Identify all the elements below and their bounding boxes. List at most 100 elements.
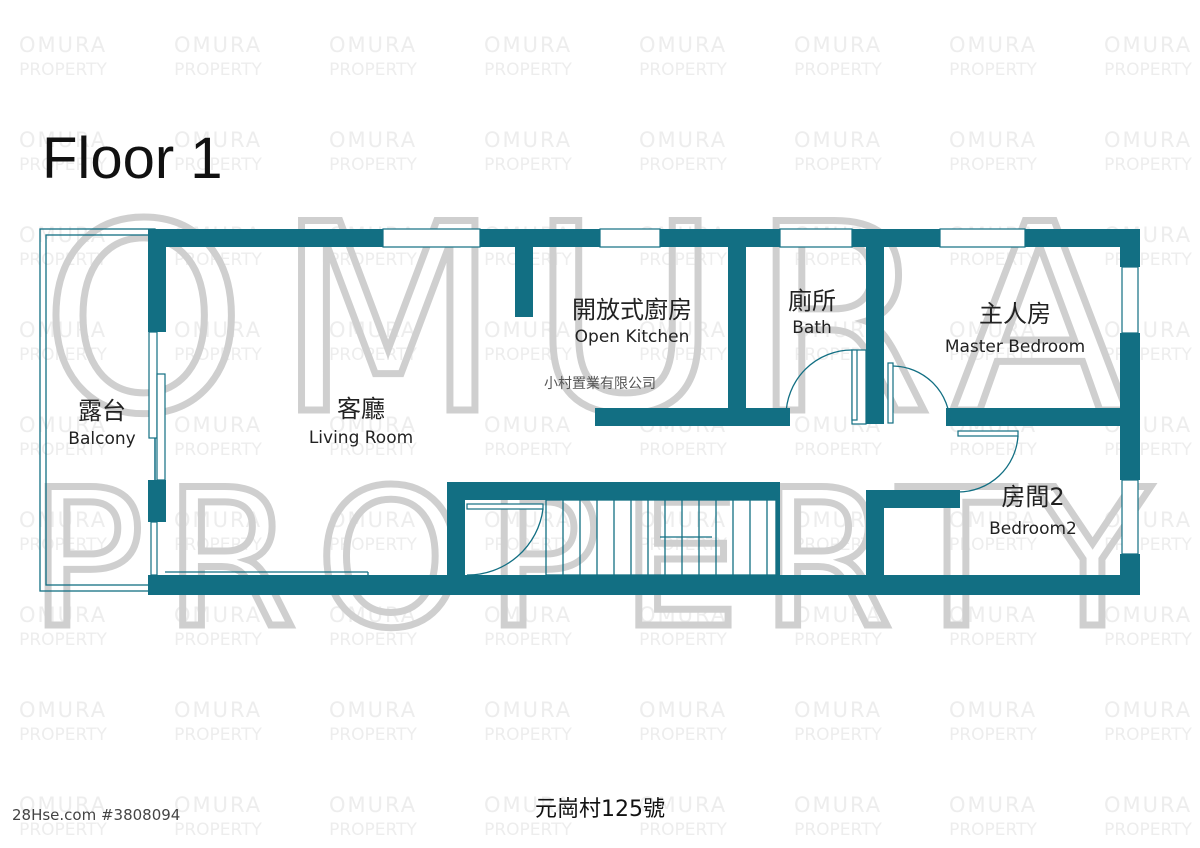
svg-text:PROPERTY: PROPERTY [949, 725, 1037, 745]
watermark-tile: OMURA PROPERTY [484, 603, 573, 650]
balcony-label-zh: 露台 [78, 397, 126, 425]
svg-text:PROPERTY: PROPERTY [639, 820, 727, 840]
svg-text:OMURA: OMURA [639, 793, 727, 817]
svg-text:OMURA: OMURA [794, 793, 882, 817]
watermark-tile: OMURA PROPERTY [639, 603, 728, 650]
svg-text:PROPERTY: PROPERTY [639, 725, 727, 745]
svg-text:OMURA: OMURA [639, 603, 727, 627]
svg-text:PROPERTY: PROPERTY [949, 630, 1037, 650]
svg-text:PROPERTY: PROPERTY [174, 535, 262, 555]
floor-title: Floor 1 [42, 126, 223, 191]
svg-text:OMURA: OMURA [174, 413, 262, 437]
svg-text:PROPERTY: PROPERTY [19, 820, 107, 840]
left-wall [148, 229, 166, 576]
svg-text:OMURA: OMURA [19, 508, 107, 532]
balcony-label-en: Balcony [68, 429, 135, 449]
svg-text:OMURA: OMURA [174, 128, 262, 152]
svg-text:PROPERTY: PROPERTY [1104, 60, 1192, 80]
svg-text:OMURA: OMURA [19, 698, 107, 722]
svg-text:OMURA: OMURA [19, 413, 107, 437]
svg-text:PROPERTY: PROPERTY [639, 345, 727, 365]
svg-text:OMURA: OMURA [1104, 318, 1192, 342]
svg-text:OMURA: OMURA [794, 698, 882, 722]
open-kitchen-label-zh: 開放式廚房 [572, 296, 692, 324]
bath-label-en: Bath [792, 318, 832, 338]
svg-text:PROPERTY: PROPERTY [949, 535, 1037, 555]
svg-text:OMURA: OMURA [794, 33, 882, 57]
svg-text:OMURA: OMURA [19, 318, 107, 342]
svg-text:OMURA: OMURA [1104, 698, 1192, 722]
svg-text:PROPERTY: PROPERTY [949, 345, 1037, 365]
room-label-balcony: 露台 Balcony [68, 397, 135, 449]
svg-text:OMURA: OMURA [639, 318, 727, 342]
svg-text:PROPERTY: PROPERTY [949, 440, 1037, 460]
svg-text:PROPERTY: PROPERTY [19, 60, 107, 80]
address-label: 元崗村125號 [535, 797, 665, 822]
watermark-tile: OMURA PROPERTY [19, 508, 108, 555]
svg-text:PROPERTY: PROPERTY [484, 630, 572, 650]
svg-text:PROPERTY: PROPERTY [949, 60, 1037, 80]
svg-text:PROPERTY: PROPERTY [484, 725, 572, 745]
svg-text:PROPERTY: PROPERTY [329, 155, 417, 175]
svg-text:PROPERTY: PROPERTY [639, 250, 727, 270]
svg-text:OMURA: OMURA [949, 318, 1037, 342]
svg-text:OMURA: OMURA [484, 603, 572, 627]
svg-text:PROPERTY: PROPERTY [639, 630, 727, 650]
svg-text:PROPERTY: PROPERTY [484, 820, 572, 840]
svg-text:OMURA: OMURA [484, 793, 572, 817]
svg-text:OMURA: OMURA [329, 318, 417, 342]
svg-text:PROPERTY: PROPERTY [19, 535, 107, 555]
watermark-tile: OMURA PROPERTY [19, 793, 108, 840]
svg-text:OMURA: OMURA [949, 793, 1037, 817]
svg-text:PROPERTY: PROPERTY [1104, 630, 1192, 650]
svg-text:PROPERTY: PROPERTY [174, 725, 262, 745]
svg-text:OMURA: OMURA [1104, 793, 1192, 817]
top-wall [148, 228, 1140, 248]
svg-text:PROPERTY: PROPERTY [794, 250, 882, 270]
source-id: 28Hse.com #3808094 [12, 806, 180, 824]
svg-text:PROPERTY: PROPERTY [639, 60, 727, 80]
svg-text:OMURA: OMURA [329, 793, 417, 817]
svg-text:PROPERTY: PROPERTY [329, 60, 417, 80]
svg-text:PROPERTY: PROPERTY [329, 345, 417, 365]
svg-text:PROPERTY: PROPERTY [1104, 820, 1192, 840]
svg-text:OMURA: OMURA [19, 793, 107, 817]
svg-text:PROPERTY: PROPERTY [174, 155, 262, 175]
watermark-tile: OMURA PROPERTY [1104, 793, 1193, 840]
svg-text:OMURA: OMURA [484, 128, 572, 152]
right-wall [1120, 229, 1140, 595]
bedroom-walls [866, 408, 1120, 577]
svg-text:OMURA: OMURA [19, 128, 107, 152]
svg-text:PROPERTY: PROPERTY [19, 155, 107, 175]
svg-text:OMURA: OMURA [1104, 508, 1192, 532]
svg-text:PROPERTY: PROPERTY [639, 155, 727, 175]
svg-text:OMURA: OMURA [949, 698, 1037, 722]
agent-text: 小村置業有限公司 [544, 376, 656, 392]
room-label-master: 主人房 Master Bedroom [945, 300, 1085, 357]
svg-text:OMURA: OMURA [949, 508, 1037, 532]
living-room-label-zh: 客廳 [337, 395, 385, 423]
svg-text:OMURA: OMURA [639, 698, 727, 722]
room-label-bedroom2: 房間2 Bedroom2 [989, 483, 1077, 539]
svg-text:OMURA: OMURA [19, 33, 107, 57]
